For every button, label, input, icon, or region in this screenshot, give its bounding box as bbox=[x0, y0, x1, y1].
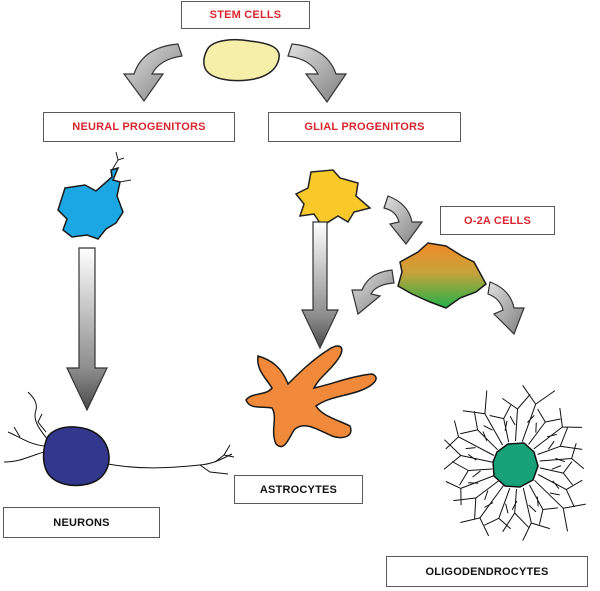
glial-progenitor-cell-icon bbox=[294, 169, 372, 228]
glial-progenitors-label: GLIAL PROGENITORS bbox=[268, 112, 461, 142]
neural-progenitor-process bbox=[111, 151, 132, 183]
astrocyte-cell-icon bbox=[245, 345, 377, 448]
straight-arrow-icon bbox=[66, 247, 108, 412]
oligodendrocyte-cell-icon bbox=[492, 442, 539, 488]
curved-arrow-icon bbox=[383, 195, 424, 245]
stem-cell-icon bbox=[203, 38, 280, 82]
curved-arrow-icon bbox=[122, 43, 183, 103]
stem-cells-label: STEM CELLS bbox=[181, 1, 310, 29]
oligodendrocytes-label: OLIGODENDROCYTES bbox=[386, 556, 588, 587]
curved-arrow-icon bbox=[287, 43, 348, 104]
straight-arrow-icon bbox=[301, 221, 339, 350]
o2a-cell-icon bbox=[397, 242, 487, 309]
oligodendrocyte-processes bbox=[443, 385, 586, 541]
neuron-cell-icon bbox=[42, 426, 110, 487]
curved-arrow-icon bbox=[487, 281, 525, 336]
neuron-processes bbox=[3, 391, 235, 475]
curved-arrow-icon bbox=[351, 269, 395, 316]
o2a-cells-label: O-2A CELLS bbox=[440, 206, 555, 235]
astrocytes-label: ASTROCYTES bbox=[234, 475, 363, 504]
neurons-label: NEURONS bbox=[3, 507, 160, 538]
neural-progenitors-label: NEURAL PROGENITORS bbox=[43, 112, 235, 142]
neural-progenitor-cell-icon bbox=[57, 166, 124, 240]
oligodendrocyte-branch bbox=[443, 385, 586, 541]
